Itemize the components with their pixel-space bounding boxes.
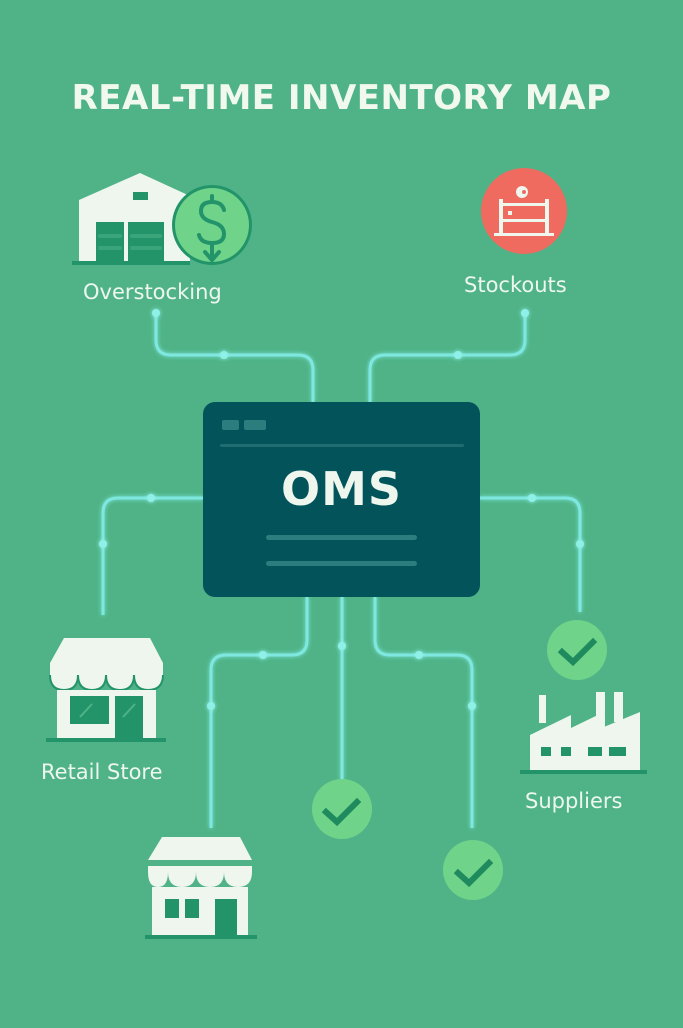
- label-retail-store: Retail Store: [41, 760, 163, 784]
- window-button-icon: [222, 420, 239, 430]
- label-stockouts: Stockouts: [464, 273, 567, 297]
- storefront-icon-bottom: [145, 837, 257, 939]
- page-title: REAL-TIME INVENTORY MAP: [71, 78, 612, 118]
- check-icon-1: [312, 779, 372, 839]
- check-icon-suppliers: [547, 620, 607, 680]
- connector-dots: [99, 309, 584, 710]
- warehouse-icon: [72, 173, 190, 265]
- oms-hub-panel[interactable]: [203, 402, 480, 597]
- dollar-down-icon: [172, 185, 252, 265]
- storefront-icon-retail: [46, 638, 166, 742]
- connector-stockouts: [368, 313, 527, 402]
- connector-overstocking: [154, 313, 315, 402]
- oms-hub-label: OMS: [280, 462, 402, 516]
- check-icon-2: [443, 840, 503, 900]
- connector-suppliers: [480, 496, 582, 612]
- empty-shelf-icon: [481, 168, 567, 254]
- connector-check-2: [373, 597, 474, 828]
- connector-store-2: [209, 597, 309, 828]
- window-button-icon: [244, 420, 266, 430]
- connector-retail-store: [101, 496, 203, 615]
- factory-icon: [520, 692, 647, 774]
- label-suppliers: Suppliers: [525, 789, 623, 813]
- label-overstocking: Overstocking: [83, 280, 222, 304]
